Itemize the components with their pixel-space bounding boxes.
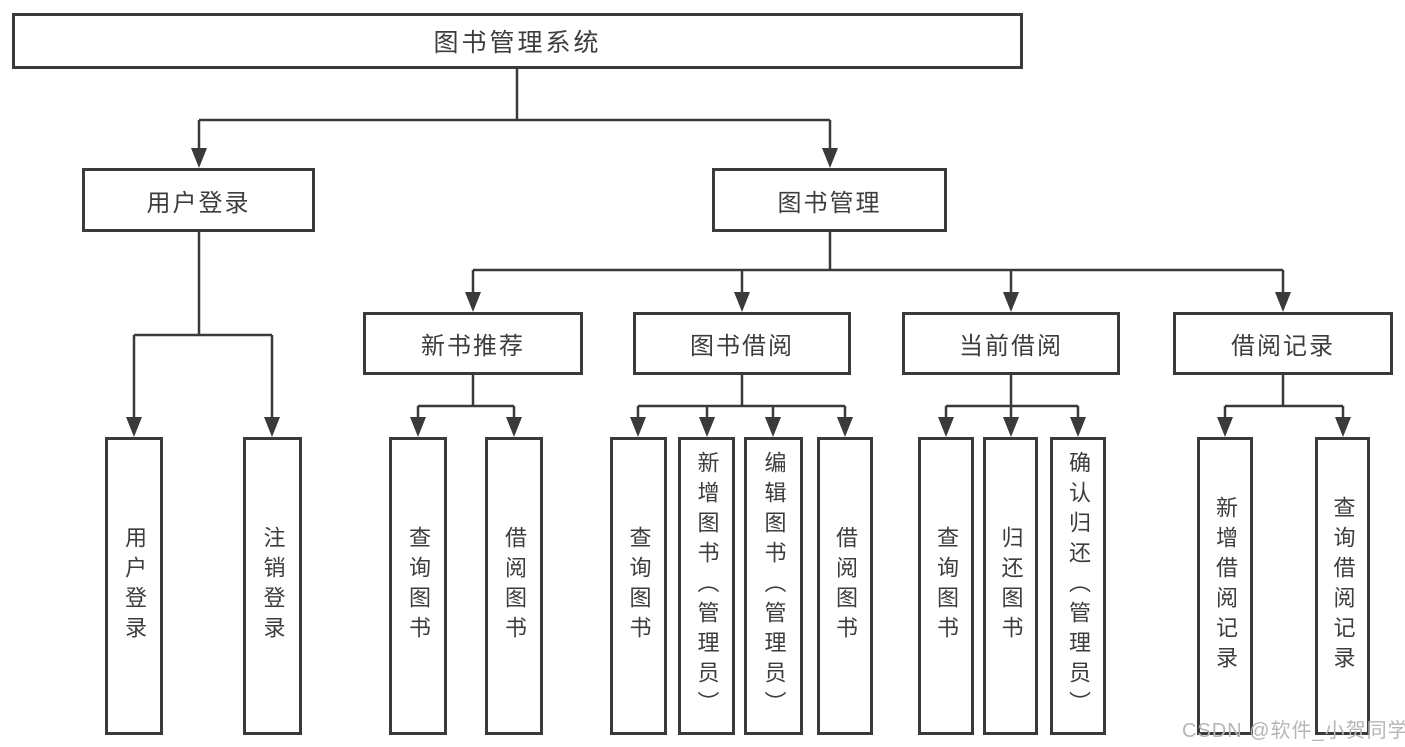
node-book-borrowing: 图书借阅 — [633, 312, 851, 375]
leaf-query-books-recommend-label: 查询图书 — [406, 526, 431, 646]
leaf-borrow-books-borrowing: 借阅图书 — [817, 437, 873, 735]
leaf-query-books-borrowing-label: 查询图书 — [626, 526, 652, 646]
leaf-query-borrow-record-label: 查询借阅记录 — [1330, 496, 1356, 676]
node-new-book-recommend-label: 新书推荐 — [421, 333, 525, 360]
node-book-borrowing-label: 图书借阅 — [690, 333, 794, 360]
node-user-login-label: 用户登录 — [146, 189, 251, 217]
node-borrowing-records: 借阅记录 — [1173, 312, 1393, 375]
leaf-return-books: 归还图书 — [983, 437, 1038, 735]
leaf-add-book-admin-label: 新增图书（管理员） — [694, 451, 720, 721]
leaf-query-books-borrowing: 查询图书 — [610, 437, 667, 735]
leaf-logout: 注销登录 — [243, 437, 302, 735]
node-current-borrowing-label: 当前借阅 — [959, 333, 1063, 360]
leaf-query-books-recommend: 查询图书 — [389, 437, 447, 735]
leaf-add-borrow-record-label: 新增借阅记录 — [1213, 496, 1238, 676]
node-current-borrowing: 当前借阅 — [902, 312, 1120, 375]
leaf-edit-book-admin-label: 编辑图书（管理员） — [761, 451, 787, 721]
leaf-query-books-current-label: 查询图书 — [934, 526, 959, 646]
node-root-library-system: 图书管理系统 — [12, 13, 1023, 69]
leaf-user-login: 用户登录 — [105, 437, 163, 735]
leaf-borrow-books-recommend: 借阅图书 — [485, 437, 543, 735]
leaf-user-login-label: 用户登录 — [122, 526, 147, 646]
node-borrowing-records-label: 借阅记录 — [1231, 333, 1335, 360]
leaf-confirm-return-admin: 确认归还（管理员） — [1050, 437, 1106, 735]
leaf-logout-label: 注销登录 — [260, 526, 286, 646]
node-new-book-recommend: 新书推荐 — [363, 312, 583, 375]
leaf-add-book-admin: 新增图书（管理员） — [678, 437, 735, 735]
leaf-edit-book-admin: 编辑图书（管理员） — [744, 437, 803, 735]
leaf-query-borrow-record: 查询借阅记录 — [1315, 437, 1370, 735]
leaf-query-books-current: 查询图书 — [918, 437, 974, 735]
node-book-management: 图书管理 — [712, 168, 947, 232]
leaf-return-books-label: 归还图书 — [998, 526, 1024, 646]
csdn-watermark: CSDN @软件_小贺同学 — [1182, 720, 1405, 742]
leaf-borrow-books-recommend-label: 借阅图书 — [502, 526, 527, 646]
node-root-label: 图书管理系统 — [433, 29, 602, 57]
leaf-borrow-books-borrowing-label: 借阅图书 — [833, 526, 858, 646]
leaf-confirm-return-admin-label: 确认归还（管理员） — [1066, 451, 1091, 721]
node-user-login: 用户登录 — [82, 168, 315, 232]
node-book-management-label: 图书管理 — [777, 189, 882, 217]
leaf-add-borrow-record: 新增借阅记录 — [1197, 437, 1253, 735]
